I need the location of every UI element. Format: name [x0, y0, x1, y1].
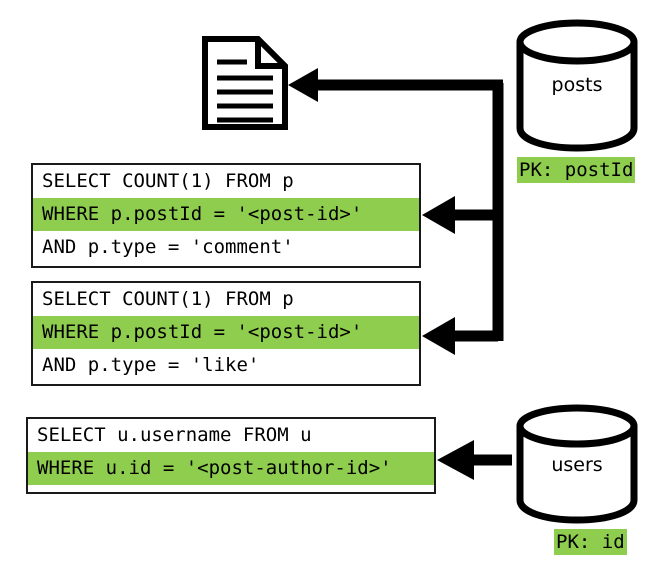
sql-line-highlighted: WHERE p.postId = '<post-id>'	[33, 316, 419, 349]
sql-line: SELECT COUNT(1) FROM p	[33, 165, 419, 198]
sql-query-box-author-username: SELECT u.username FROM u WHERE u.id = '<…	[26, 417, 436, 494]
sql-line: AND p.type = 'like'	[33, 349, 419, 382]
sql-line: SELECT COUNT(1) FROM p	[33, 283, 419, 316]
arrowhead-to-author-query	[437, 440, 474, 480]
arrowhead-to-comment-query	[422, 196, 455, 234]
database-label-posts: posts	[551, 74, 603, 96]
sql-line: AND p.type = 'comment'	[33, 231, 419, 264]
database-cylinder-users: users	[513, 402, 641, 526]
sql-query-box-like-count: SELECT COUNT(1) FROM p WHERE p.postId = …	[31, 281, 421, 386]
database-label-users: users	[551, 454, 603, 476]
sql-line: SELECT u.username FROM u	[28, 419, 434, 452]
arrowhead-to-like-query	[422, 317, 455, 355]
arrowhead-to-document	[288, 68, 318, 102]
database-cylinder-posts: posts	[513, 16, 641, 154]
sql-line-highlighted: WHERE p.postId = '<post-id>'	[33, 198, 419, 231]
pk-badge-users: PK: id	[554, 529, 627, 555]
sql-query-box-comment-count: SELECT COUNT(1) FROM p WHERE p.postId = …	[31, 163, 421, 268]
document-icon	[200, 34, 290, 136]
sql-line-highlighted: WHERE u.id = '<post-author-id>'	[28, 452, 434, 485]
pk-badge-posts: PK: postId	[517, 157, 636, 183]
